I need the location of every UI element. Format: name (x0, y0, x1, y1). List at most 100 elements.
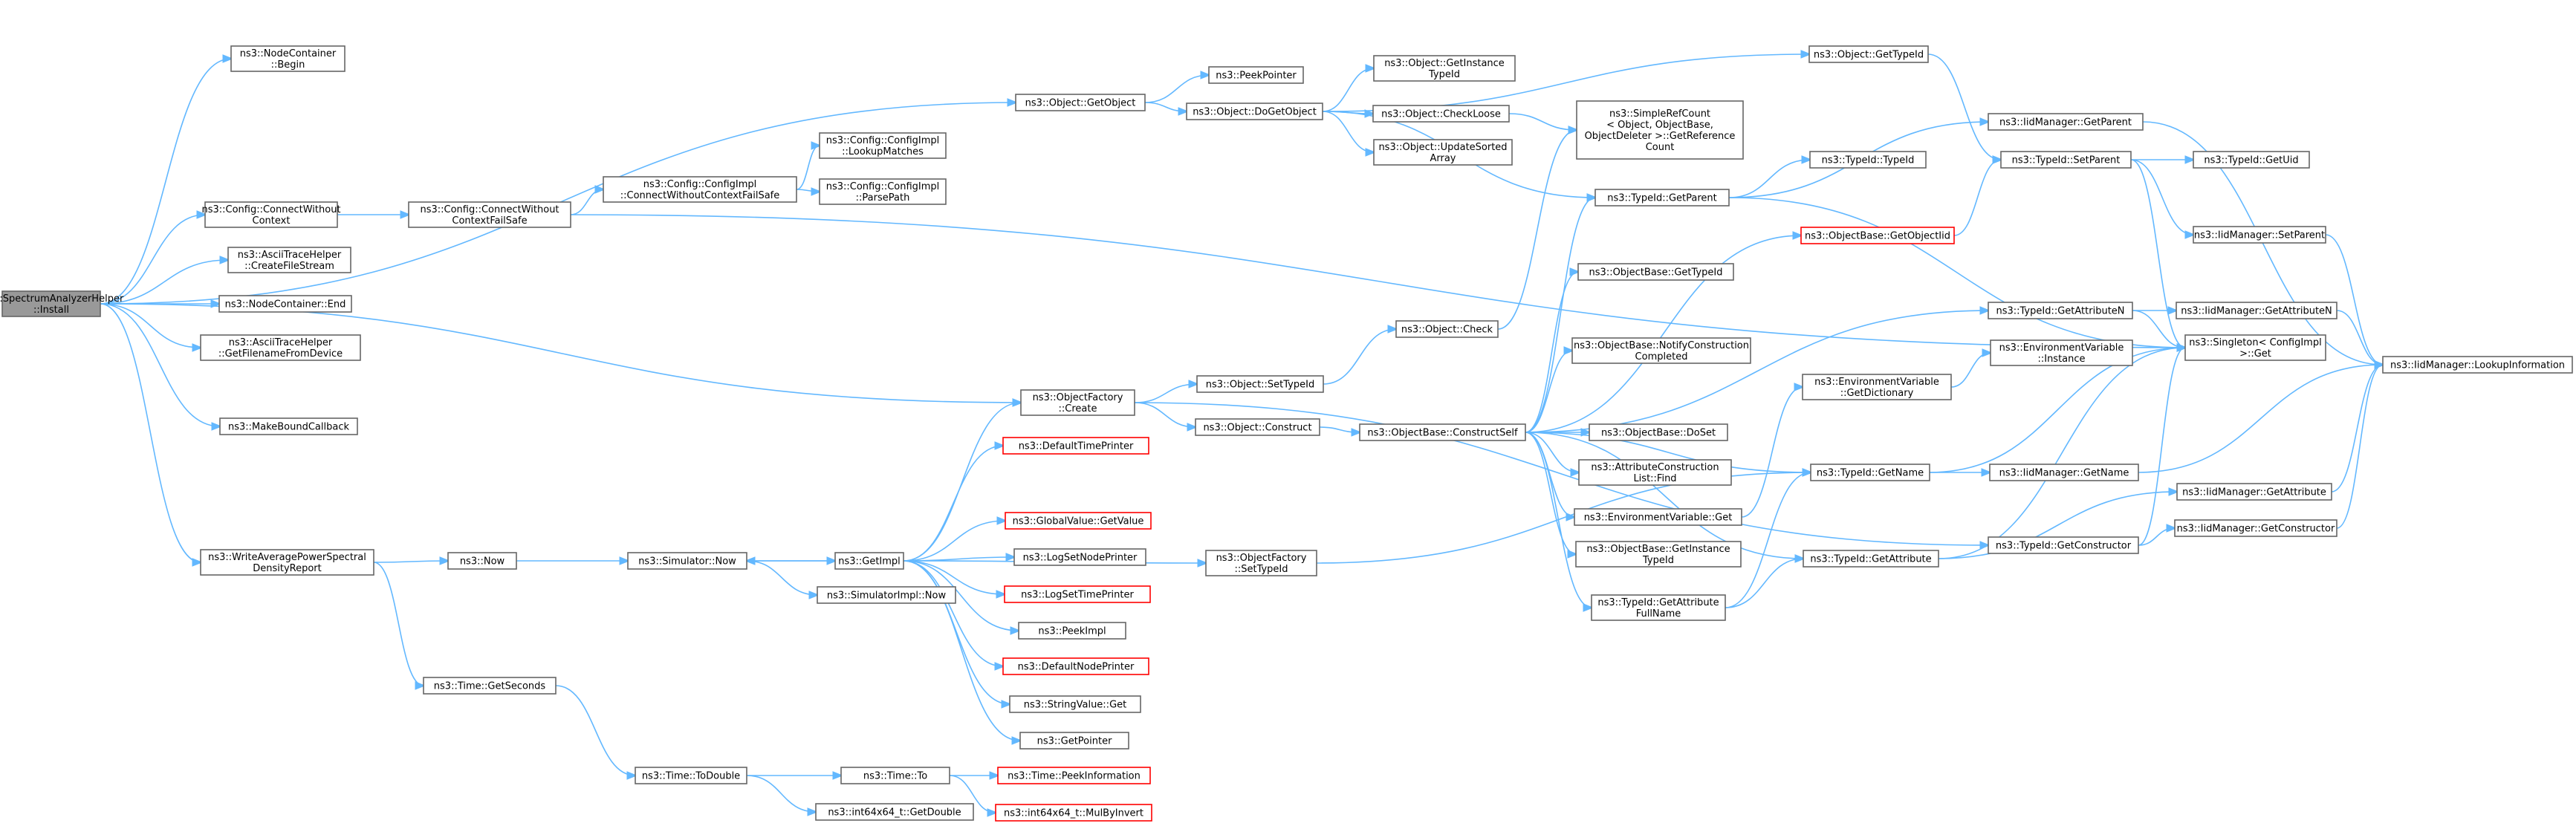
node-obConstructSelf[interactable]: ns3::ObjectBase::ConstructSelf (1359, 423, 1526, 441)
node-mulByInvert[interactable]: ns3::int64x64_t::MulByInvert (995, 804, 1152, 822)
node-envInstance[interactable]: ns3::EnvironmentVariable::Instance (1990, 339, 2133, 366)
node-simImplNow[interactable]: ns3::SimulatorImpl::Now (817, 586, 956, 604)
edge-iidGetName-to-iidLookupInfo (2138, 365, 2383, 473)
node-label-line: ::GetDictionary (1840, 388, 1914, 399)
node-timePeekInfo[interactable]: ns3::Time::PeekInformation (997, 767, 1151, 784)
node-obDoSet[interactable]: ns3::ObjectBase::DoSet (1589, 423, 1728, 441)
node-iidGetParent[interactable]: ns3::IidManager::GetParent (1988, 113, 2144, 131)
node-timeTo[interactable]: ns3::Time::To (840, 767, 950, 784)
node-defNodePrinter[interactable]: ns3::DefaultNodePrinter (1002, 657, 1149, 675)
node-strValGet[interactable]: ns3::StringValue::Get (1009, 695, 1141, 713)
node-getImpl[interactable]: ns3::GetImpl (834, 552, 904, 570)
node-label-line: ::CreateFileStream (244, 261, 334, 272)
node-label-line: ns3::GetImpl (838, 556, 901, 568)
node-label-line: ns3::StringValue::Get (1024, 700, 1126, 711)
node-implCWCFS[interactable]: ns3::Config::ConfigImpl::ConnectWithoutC… (603, 176, 797, 203)
node-box (1810, 464, 1930, 481)
node-getPointer[interactable]: ns3::GetPointer (1019, 732, 1129, 750)
node-label-line: ns3::Config::ConnectWithout (420, 204, 559, 215)
node-singletonGet[interactable]: ns3::Singleton< ConfigImpl>::Get (2184, 334, 2326, 361)
node-objCheck[interactable]: ns3::Object::Check (1395, 320, 1499, 338)
node-ncEnd[interactable]: ns3::NodeContainer::End (218, 295, 352, 313)
node-iidSetParent[interactable]: ns3::IidManager::SetParent (2193, 226, 2326, 244)
node-peekImpl[interactable]: ns3::PeekImpl (1018, 622, 1126, 640)
node-implParse[interactable]: ns3::Config::ConfigImpl::ParsePath (819, 178, 947, 205)
node-box (1020, 389, 1135, 416)
node-obNotify[interactable]: ns3::ObjectBase::NotifyConstructionCompl… (1571, 337, 1751, 364)
node-box (1395, 320, 1499, 338)
node-defTimePrinter[interactable]: ns3::DefaultTimePrinter (1002, 437, 1149, 455)
node-objGetTypeId[interactable]: ns3::Object::GetTypeId (1808, 45, 1929, 63)
node-label-line: ns3::TypeId::GetParent (1607, 193, 1717, 204)
node-int64GetDouble[interactable]: ns3::int64x64_t::GetDouble (815, 803, 974, 821)
node-label-line: ns3::EnvironmentVariable (1814, 377, 1939, 388)
edge-iidGetAttr-to-iidLookupInfo (2331, 365, 2383, 492)
node-peekPointer[interactable]: ns3::PeekPointer (1208, 66, 1304, 84)
node-label-line: ns3::ObjectBase::DoSet (1601, 428, 1716, 439)
node-timeToDouble[interactable]: ns3::Time::ToDouble (635, 767, 747, 784)
node-iidLookupInfo[interactable]: ns3::IidManager::LookupInformation (2382, 356, 2573, 374)
node-root[interactable]: ns3::SpectrumAnalyzerHelper::Install (0, 290, 124, 317)
node-simpleRef[interactable]: ns3::SimpleRefCount< Object, ObjectBase,… (1576, 100, 1744, 160)
node-ofSetTypeId[interactable]: ns3::ObjectFactory::SetTypeId (1205, 550, 1317, 576)
node-asciiCFS[interactable]: ns3::AsciiTraceHelper::CreateFileStream (227, 247, 351, 273)
node-tidGetAttr[interactable]: ns3::TypeId::GetAttribute (1803, 550, 1939, 568)
node-label-line: ns3::TypeId::TypeId (1822, 155, 1915, 166)
node-objCheckLoose[interactable]: ns3::Object::CheckLoose (1372, 105, 1510, 123)
node-box (815, 803, 974, 821)
node-implLookup[interactable]: ns3::Config::ConfigImpl::LookupMatches (819, 132, 947, 159)
node-label-line: ns3::LogSetNodePrinter (1023, 553, 1138, 564)
node-label-line: ns3::TypeId::GetUid (2204, 155, 2298, 166)
node-iidGetCtor[interactable]: ns3::IidManager::GetConstructor (2174, 519, 2337, 537)
edge-obConstructSelf-to-tidGetName (1525, 432, 1811, 472)
node-logSetTime[interactable]: ns3::LogSetTimePrinter (1004, 585, 1151, 603)
node-tidGetAttrN[interactable]: ns3::TypeId::GetAttributeN (1988, 302, 2133, 319)
edge-getImpl-to-gvGetValue (903, 521, 1005, 562)
node-tidSetParent[interactable]: ns3::TypeId::SetParent (2000, 151, 2132, 169)
node-timeGetSec[interactable]: ns3::Time::GetSeconds (423, 677, 557, 695)
node-writeAvg[interactable]: ns3::WriteAveragePowerSpectralDensityRep… (200, 549, 374, 576)
node-label-line: ::LookupMatches (842, 146, 924, 157)
node-label-line: Array (1430, 153, 1456, 164)
node-box (200, 549, 374, 576)
node-ofCreate[interactable]: ns3::ObjectFactory::Create (1020, 389, 1135, 416)
node-tidGetName[interactable]: ns3::TypeId::GetName (1810, 464, 1930, 481)
node-tidTypeId[interactable]: ns3::TypeId::TypeId (1809, 151, 1927, 169)
node-obGetTypeId[interactable]: ns3::ObjectBase::GetTypeId (1577, 263, 1734, 281)
node-objGetObject[interactable]: ns3::Object::GetObject (1015, 94, 1146, 111)
node-logSetNode[interactable]: ns3::LogSetNodePrinter (1013, 548, 1146, 566)
edge-envGetDict-to-envInstance (1950, 353, 1991, 388)
edge-root-to-writeAvg (100, 303, 201, 562)
node-cfgCWCFS[interactable]: ns3::Config::ConnectWithoutContextFailSa… (408, 201, 571, 228)
node-tidGetUid[interactable]: ns3::TypeId::GetUid (2193, 151, 2310, 169)
node-makeBound[interactable]: ns3::MakeBoundCallback (219, 417, 358, 435)
node-cfgCWC[interactable]: ns3::Config::ConnectWithoutContext (201, 201, 341, 228)
node-obGetObjectIid[interactable]: ns3::ObjectBase::GetObjectIid (1800, 227, 1955, 244)
node-ncBegin[interactable]: ns3::NodeContainer::Begin (230, 45, 345, 72)
node-simNow[interactable]: ns3::Simulator::Now (627, 552, 747, 570)
edge-root-to-cfgCWC (100, 215, 205, 305)
node-asciiGFD[interactable]: ns3::AsciiTraceHelper::GetFilenameFromDe… (200, 334, 361, 361)
node-now[interactable]: ns3::Now (447, 552, 517, 570)
node-box (1359, 423, 1526, 441)
node-label-line: ns3::PeekImpl (1038, 626, 1106, 637)
node-gvGetValue[interactable]: ns3::GlobalValue::GetValue (1005, 512, 1152, 530)
node-objDoGetObject[interactable]: ns3::Object::DoGetObject (1186, 103, 1323, 120)
node-iidGetAttr[interactable]: ns3::IidManager::GetAttribute (2176, 483, 2332, 501)
node-envGet[interactable]: ns3::EnvironmentVariable::Get (1574, 508, 1742, 526)
node-box (218, 295, 352, 313)
node-objSetTypeId[interactable]: ns3::Object::SetTypeId (1196, 375, 1324, 393)
node-box (1591, 594, 1726, 621)
node-objConstruct[interactable]: ns3::Object::Construct (1195, 418, 1320, 436)
node-tidGetParent[interactable]: ns3::TypeId::GetParent (1594, 189, 1730, 207)
node-envGetDict[interactable]: ns3::EnvironmentVariable::GetDictionary (1802, 374, 1952, 400)
node-tidGetCtor[interactable]: ns3::TypeId::GetConstructor (1988, 536, 2139, 554)
node-label-line: ns3::PeekPointer (1216, 71, 1297, 82)
node-iidGetAttrN[interactable]: ns3::IidManager::GetAttributeN (2176, 302, 2337, 319)
node-iidGetName[interactable]: ns3::IidManager::GetName (1989, 464, 2139, 481)
